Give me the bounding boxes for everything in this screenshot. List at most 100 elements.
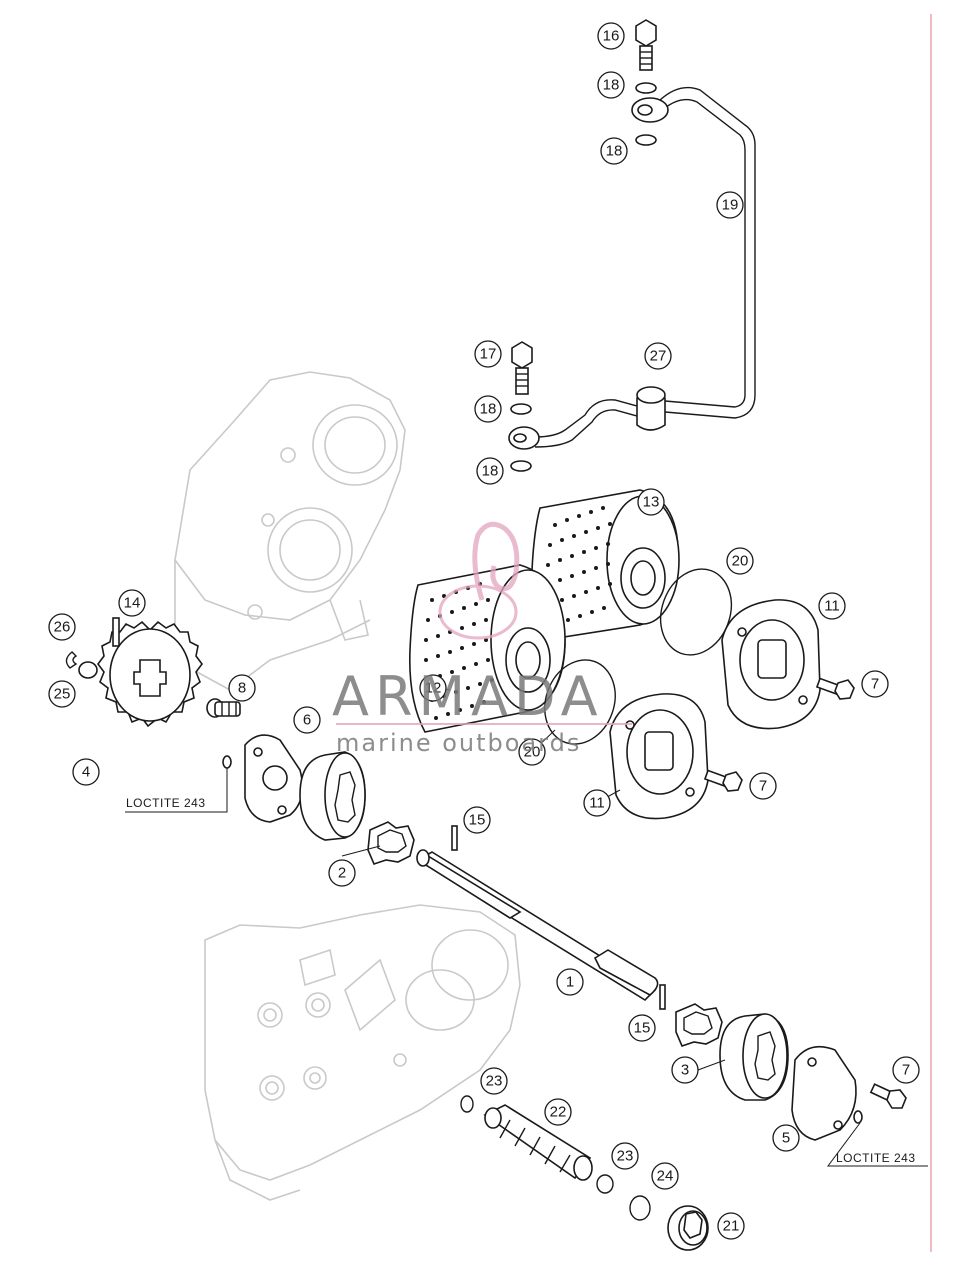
screw-8-icon xyxy=(206,698,241,718)
bolt-7b-icon xyxy=(703,769,743,792)
washer-18d-icon xyxy=(510,460,532,472)
callout-27: 27 xyxy=(644,342,672,370)
washer-25-icon xyxy=(78,661,98,679)
svg-text:5: 5 xyxy=(782,1130,790,1147)
bolt-7a-icon xyxy=(815,677,855,700)
svg-text:1: 1 xyxy=(566,974,574,991)
callout-14: 14 xyxy=(118,589,146,617)
callout-15a: 15 xyxy=(463,806,491,834)
svg-text:18: 18 xyxy=(606,143,623,160)
callout-18d: 18 xyxy=(476,457,504,485)
o-ring-20b-icon xyxy=(544,659,616,745)
svg-text:12: 12 xyxy=(425,680,442,697)
banjo-bolt-17-icon xyxy=(511,341,533,395)
svg-text:15: 15 xyxy=(469,812,486,829)
svg-text:20: 20 xyxy=(524,744,541,761)
callout-12: 12 xyxy=(419,674,447,702)
oil-filter-13-icon xyxy=(530,489,680,641)
inner-rotor-2-icon xyxy=(367,821,415,865)
callout-19: 19 xyxy=(716,191,744,219)
bolt-7c-icon xyxy=(869,1083,907,1109)
svg-text:3: 3 xyxy=(681,1062,689,1079)
callout-25: 25 xyxy=(48,680,76,708)
o-ring-23b-icon xyxy=(596,1174,614,1194)
callout-20b: 20 xyxy=(518,738,546,766)
svg-text:16: 16 xyxy=(603,28,620,45)
svg-text:13: 13 xyxy=(643,494,660,511)
armada-watermark: ARMADA marine outboards xyxy=(332,521,632,757)
callout-11b: 11 xyxy=(583,789,611,817)
callout-18b: 18 xyxy=(600,137,628,165)
callout-16: 16 xyxy=(597,22,625,50)
svg-text:11: 11 xyxy=(824,598,840,615)
callout-23a: 23 xyxy=(480,1067,508,1095)
callout-1: 1 xyxy=(556,968,584,996)
rotor-2-icon xyxy=(299,751,366,841)
washer-18b-icon xyxy=(635,134,657,146)
oil-screen-22-icon xyxy=(483,1104,593,1181)
svg-text:7: 7 xyxy=(902,1062,910,1079)
pump-cover-6-icon xyxy=(244,734,304,823)
filter-cover-11b-icon xyxy=(609,693,709,820)
loctite-note-2: LOCTITE 243 xyxy=(836,1151,916,1165)
callout-17: 17 xyxy=(474,340,502,368)
svg-text:25: 25 xyxy=(54,686,71,703)
svg-text:18: 18 xyxy=(603,77,620,94)
svg-text:18: 18 xyxy=(482,463,499,480)
svg-text:26: 26 xyxy=(54,619,71,636)
svg-text:7: 7 xyxy=(759,778,767,795)
svg-text:20: 20 xyxy=(732,553,749,570)
filter-cover-11a-icon xyxy=(721,599,821,730)
callout-3: 3 xyxy=(671,1056,699,1084)
svg-text:23: 23 xyxy=(617,1148,634,1165)
callout-11a: 11 xyxy=(818,592,846,620)
drain-plug-21-icon xyxy=(667,1205,709,1251)
callout-18c: 18 xyxy=(474,395,502,423)
svg-text:24: 24 xyxy=(657,1168,674,1185)
ghost-engine-casing-upper xyxy=(174,371,406,691)
washer-18a-icon xyxy=(635,82,657,94)
oil-pump-gear-4-icon xyxy=(97,620,203,728)
inner-rotor-3-icon xyxy=(675,1003,723,1047)
pump-shaft-1-icon xyxy=(416,849,659,1002)
callout-24: 24 xyxy=(651,1162,679,1190)
callout-7b: 7 xyxy=(749,772,777,800)
svg-text:6: 6 xyxy=(303,712,311,729)
watermark-tagline: marine outboards xyxy=(336,729,581,757)
svg-text:2: 2 xyxy=(338,865,346,882)
o-ring-24-icon xyxy=(629,1195,651,1221)
svg-text:22: 22 xyxy=(550,1104,567,1121)
watermark-name: ARMADA xyxy=(332,665,604,728)
svg-text:18: 18 xyxy=(480,401,497,418)
o-ring-23a-icon xyxy=(460,1095,474,1113)
callout-13: 13 xyxy=(637,488,665,516)
lock-washer-b-icon xyxy=(853,1110,863,1124)
svg-text:14: 14 xyxy=(124,595,141,612)
callout-2: 2 xyxy=(328,859,356,887)
lock-washer-icon xyxy=(222,755,232,769)
svg-text:27: 27 xyxy=(650,348,667,365)
callout-8: 8 xyxy=(228,674,256,702)
svg-text:19: 19 xyxy=(722,197,739,214)
svg-text:17: 17 xyxy=(480,346,497,363)
washer-18c-icon xyxy=(510,403,532,415)
svg-text:4: 4 xyxy=(82,764,90,781)
callout-22: 22 xyxy=(544,1098,572,1126)
callout-20a: 20 xyxy=(726,547,754,575)
callout-18a: 18 xyxy=(597,71,625,99)
callout-6: 6 xyxy=(293,706,321,734)
banjo-bolt-16-icon xyxy=(635,19,657,71)
svg-text:7: 7 xyxy=(871,676,879,693)
loctite-note-1: LOCTITE 243 xyxy=(126,796,206,810)
callout-4: 4 xyxy=(72,758,100,786)
callout-15b: 15 xyxy=(628,1014,656,1042)
callout-7c: 7 xyxy=(892,1056,920,1084)
callout-26: 26 xyxy=(48,613,76,641)
svg-text:8: 8 xyxy=(238,680,246,697)
callout-21: 21 xyxy=(717,1212,745,1240)
loctite-leader-1 xyxy=(125,768,228,813)
ghost-engine-casing-lower xyxy=(204,904,521,1201)
circlip-26-icon xyxy=(65,651,78,669)
svg-text:15: 15 xyxy=(634,1020,651,1037)
